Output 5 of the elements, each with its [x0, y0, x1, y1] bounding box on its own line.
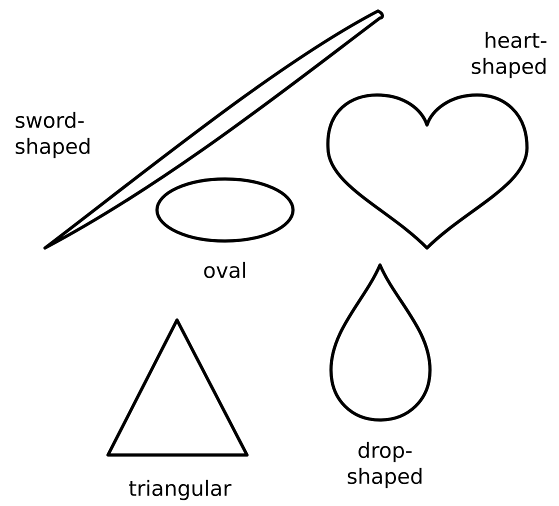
shape-label: heart- shaped — [472, 32, 546, 78]
shape-label: sword- shaped — [16, 112, 90, 158]
shape-label: triangular — [129, 480, 232, 500]
shape-label: oval — [204, 262, 246, 278]
shape-label: drop- shaped — [348, 442, 422, 488]
